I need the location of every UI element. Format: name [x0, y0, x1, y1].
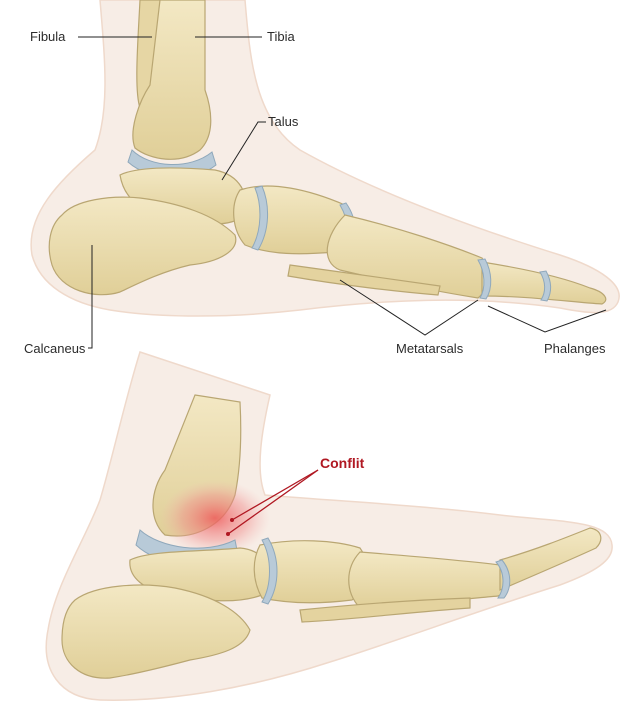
toe-cartilage-2-top: [539, 270, 552, 302]
tibia-label: Tibia: [267, 29, 295, 44]
phalanges-label: Phalanges: [544, 341, 606, 356]
toe-cartilage-top: [477, 258, 492, 300]
metatarsal-lower-top: [287, 264, 441, 296]
talus-label: Talus: [268, 114, 299, 129]
normal-foot-illustration: Fibula Tibia Talus Calcaneus Metatarsals…: [24, 0, 620, 356]
midfoot-cartilage-bottom: [261, 537, 278, 605]
impingement-foot-illustration: Conflit: [45, 351, 613, 701]
toe-cartilage-bottom: [495, 559, 511, 599]
conflit-leader-2: [227, 469, 319, 535]
metatarsal-lower-bottom: [299, 597, 471, 623]
metatarsal-bones-top: [326, 214, 488, 299]
metatarsals-label: Metatarsals: [396, 341, 464, 356]
calcaneus-label: Calcaneus: [24, 341, 86, 356]
calcaneus-bone-bottom: [61, 584, 251, 679]
metatarsal-bones-bottom: [348, 551, 509, 609]
metatarsals-leader: [339, 279, 479, 336]
calcaneus-bone: [48, 196, 237, 296]
tibia-bone: [132, 0, 212, 160]
midfoot-cartilage-top: [251, 185, 269, 251]
conflit-leader-1: [231, 469, 319, 521]
inflammation-area: [160, 480, 270, 556]
conflit-label: Conflit: [320, 455, 365, 471]
conflit-point-2: [226, 532, 230, 536]
calcaneus-leader: [88, 245, 93, 349]
phalanx-bones-bottom: [499, 527, 602, 591]
conflit-point-1: [230, 518, 234, 522]
midfoot-bones-bottom: [253, 540, 368, 604]
phalanx-bones-top: [481, 261, 607, 305]
fibula-label: Fibula: [30, 29, 66, 44]
phalanges-leader: [487, 305, 607, 333]
talus-leader: [221, 121, 266, 181]
